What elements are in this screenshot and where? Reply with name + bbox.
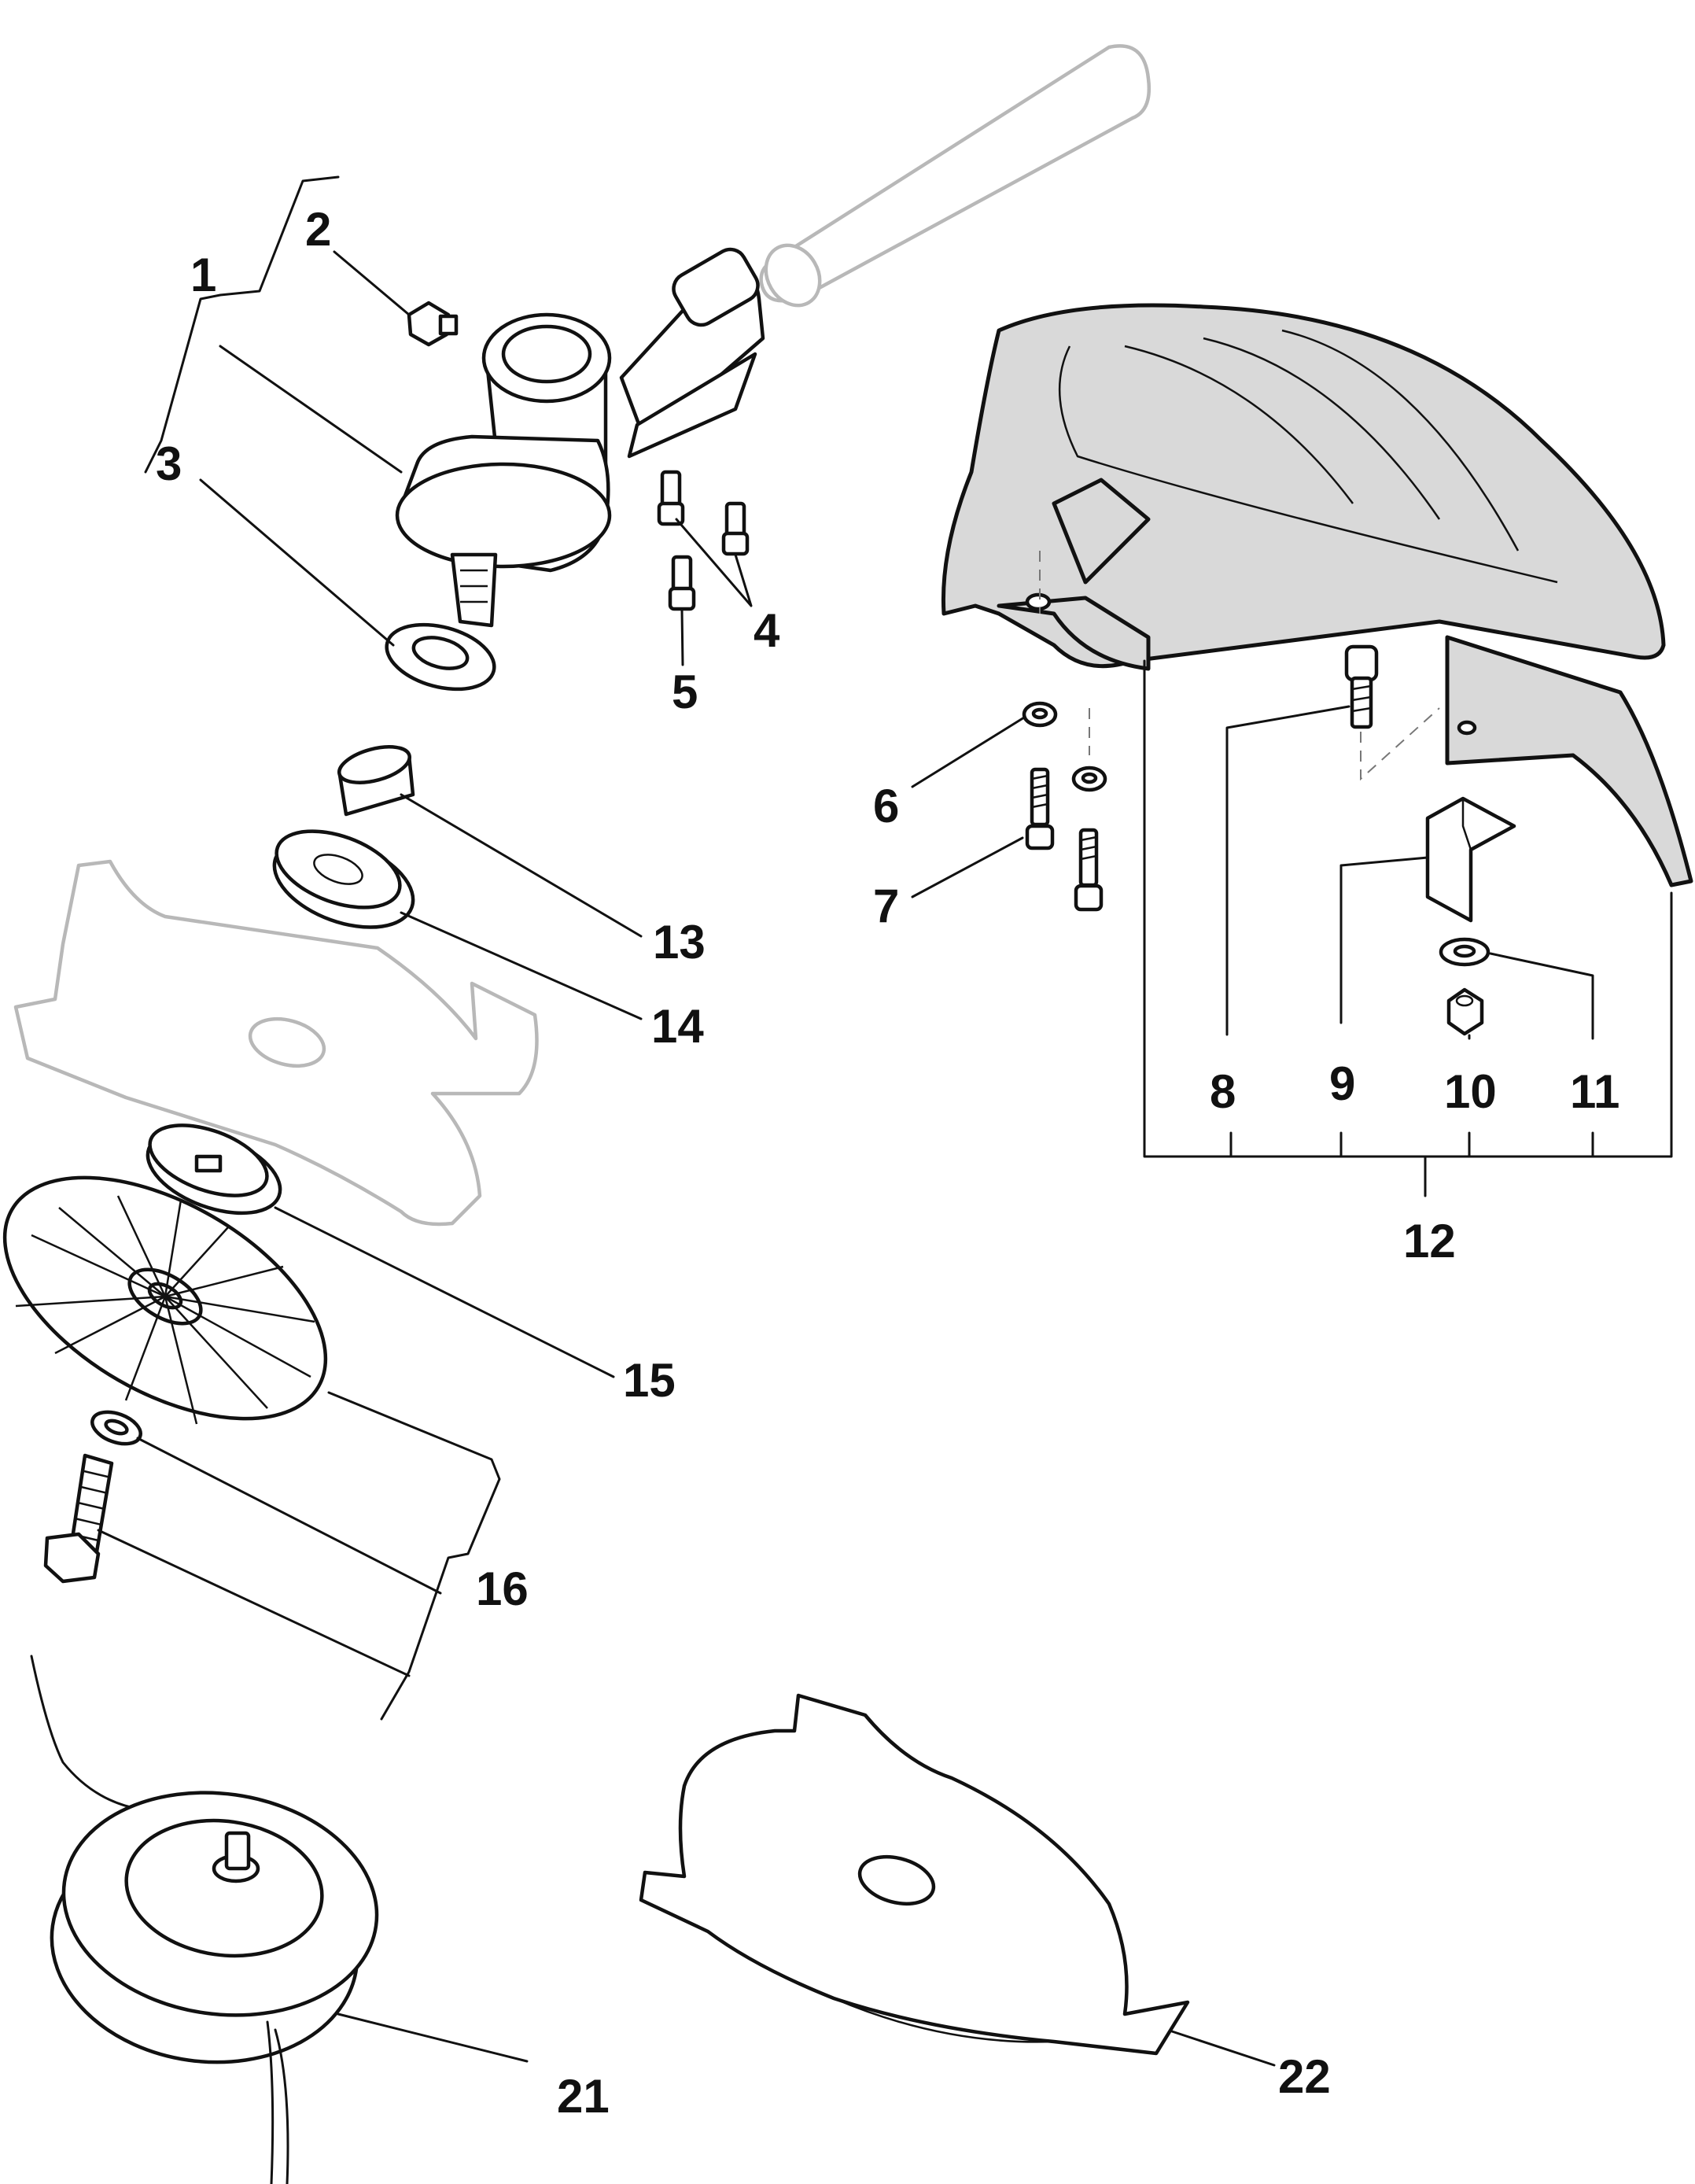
washer-11 [1439,937,1490,967]
bracket-9 [1425,796,1516,923]
screws-4 [657,470,750,556]
drive-shaft-tube [759,44,1151,308]
callout-16: 16 [476,1562,529,1615]
three-tooth-blade [639,1693,1190,2056]
callout-21: 21 [557,2070,610,2123]
callout-2: 2 [305,203,331,256]
nut-10 [1446,987,1484,1036]
callout-12: 12 [1403,1215,1456,1267]
callout-22: 22 [1278,2050,1331,2103]
flange-15 [146,1123,282,1216]
callout-4: 4 [754,604,780,657]
screw-5 [668,555,696,611]
four-tooth-blade [13,859,539,1227]
screw-8 [1344,644,1379,729]
washer-6 [1022,701,1107,792]
callout-10: 10 [1444,1065,1497,1118]
screw-7 [1025,767,1104,912]
callout-3: 3 [156,437,182,490]
callout-7: 7 [873,880,899,932]
bushing-13 [337,745,415,817]
callout-14: 14 [651,1000,704,1053]
dashed-alignment [1039,551,1440,781]
callout-5: 5 [672,666,698,718]
flange-14 [272,829,415,929]
trimmer-head [30,1655,379,2184]
callout-6: 6 [873,780,899,832]
callout-13: 13 [653,916,706,968]
grease-plug [407,301,459,347]
washer-16 [90,1410,142,1446]
skid-plate [2,1175,328,1425]
callout-8: 8 [1210,1065,1236,1118]
callout-11: 11 [1570,1065,1619,1118]
callout-labels: 1 2 3 4 5 6 7 8 9 10 11 12 13 14 15 16 2… [156,203,1619,2123]
oil-seal [385,622,496,692]
leader-lines [97,175,1673,2067]
callout-9: 9 [1329,1057,1355,1110]
bolt-16 [43,1453,114,1584]
callout-1: 1 [190,249,216,301]
callout-15: 15 [623,1354,676,1407]
blade-guard [941,303,1693,887]
gear-head [395,247,765,628]
